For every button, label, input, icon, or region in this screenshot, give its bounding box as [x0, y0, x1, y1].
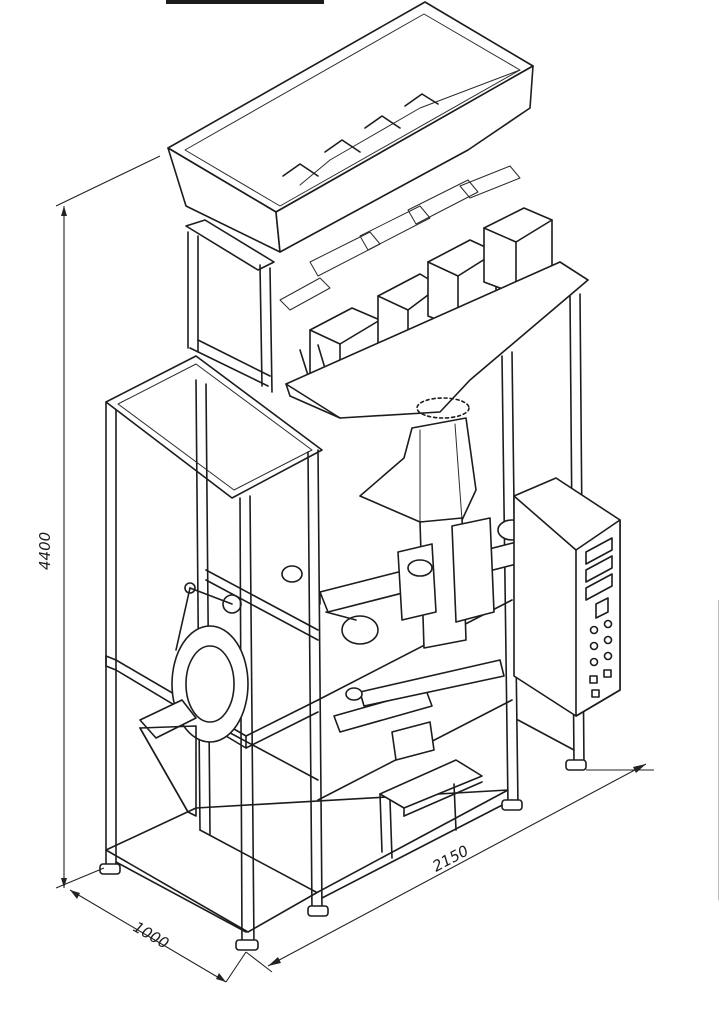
- collection-funnel: [285, 261, 589, 523]
- top-edge-mark: [166, 0, 324, 4]
- hopper: [167, 1, 534, 253]
- dimension-depth: [69, 889, 247, 983]
- height-dimension-label: 4400: [36, 532, 54, 570]
- film-roll: [139, 582, 249, 817]
- dimension-width: [245, 763, 654, 973]
- control-panel: [513, 477, 621, 717]
- upper-frame: [185, 219, 275, 393]
- dimension-height: [55, 155, 161, 889]
- scan-edge: [718, 600, 719, 900]
- width-dimension-label: 2150: [429, 842, 471, 876]
- depth-dimension-label: 1000: [130, 918, 172, 953]
- forming-tube-assembly: [281, 517, 549, 859]
